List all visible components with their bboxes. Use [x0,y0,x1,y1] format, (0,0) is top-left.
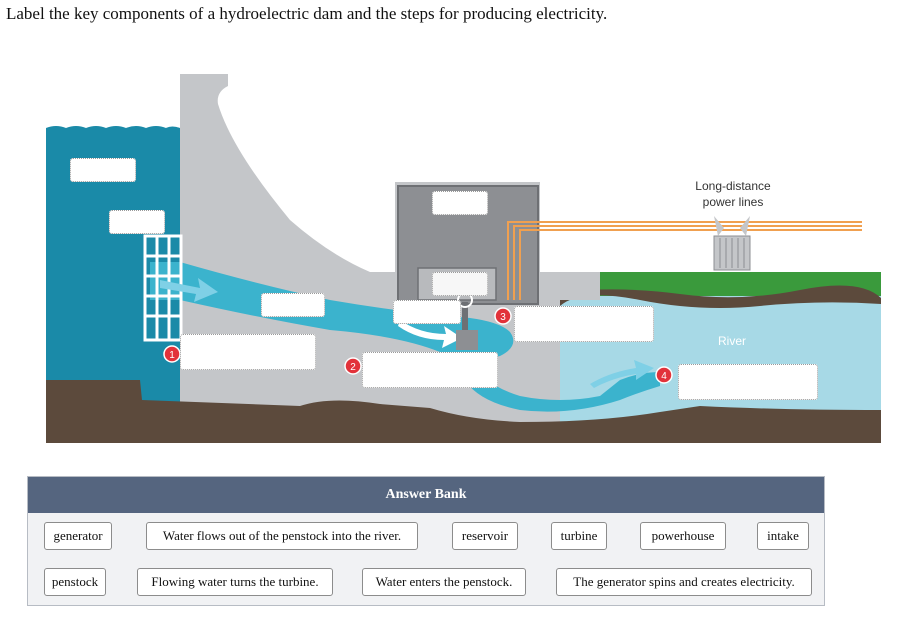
drop-target-turbine[interactable] [393,300,461,324]
answer-chip-penstock[interactable]: penstock [44,568,106,596]
answer-bank-title: Answer Bank [28,477,824,513]
answer-chip-step-generator-spins[interactable]: The generator spins and creates electric… [556,568,812,596]
answer-chip-step-water-flows-out[interactable]: Water flows out of the penstock into the… [146,522,418,550]
svg-text:4: 4 [661,371,667,382]
answer-chip-intake[interactable]: intake [757,522,809,550]
flow-arrow-turbine [398,320,462,348]
flow-arrow-intake [160,278,218,302]
soil-bank [560,285,881,308]
svg-text:1: 1 [169,350,175,361]
ground [46,380,881,443]
reservoir-water [46,126,180,443]
tailrace-water [460,356,660,412]
flow-arrow-river [590,360,654,388]
transformer [713,216,751,271]
drop-target-reservoir[interactable] [70,158,136,182]
drop-target-generator[interactable] [432,191,488,215]
answer-chip-reservoir[interactable]: reservoir [452,522,518,550]
step-marker-1: 1 [163,345,181,363]
drop-target-step-1[interactable] [180,334,316,370]
svg-text:3: 3 [500,312,506,323]
drop-target-step-3[interactable] [514,306,654,342]
answer-chip-step-water-enters[interactable]: Water enters the penstock. [362,568,526,596]
step-marker-4: 4 [655,366,673,384]
answer-chip-step-flowing-water[interactable]: Flowing water turns the turbine. [137,568,333,596]
drop-target-step-2[interactable] [362,352,498,388]
drop-target-penstock[interactable] [261,293,325,317]
step-marker-3: 3 [494,307,512,325]
river-label: River [718,334,746,348]
answer-chip-generator[interactable]: generator [44,522,112,550]
turbine [456,330,478,350]
answer-chip-powerhouse[interactable]: powerhouse [640,522,726,550]
drop-target-intake[interactable] [109,210,165,234]
step-marker-2: 2 [344,357,362,375]
intake-grate [143,234,183,342]
svg-text:2: 2 [350,362,356,373]
instruction-title: Label the key components of a hydroelect… [6,4,608,23]
drop-target-powerhouse[interactable] [432,272,488,296]
answer-bank: Answer Bank generator Water flows out of… [27,476,825,606]
drop-target-step-4[interactable] [678,364,818,400]
answer-chip-turbine[interactable]: turbine [551,522,607,550]
turbine-shaft [462,302,468,332]
